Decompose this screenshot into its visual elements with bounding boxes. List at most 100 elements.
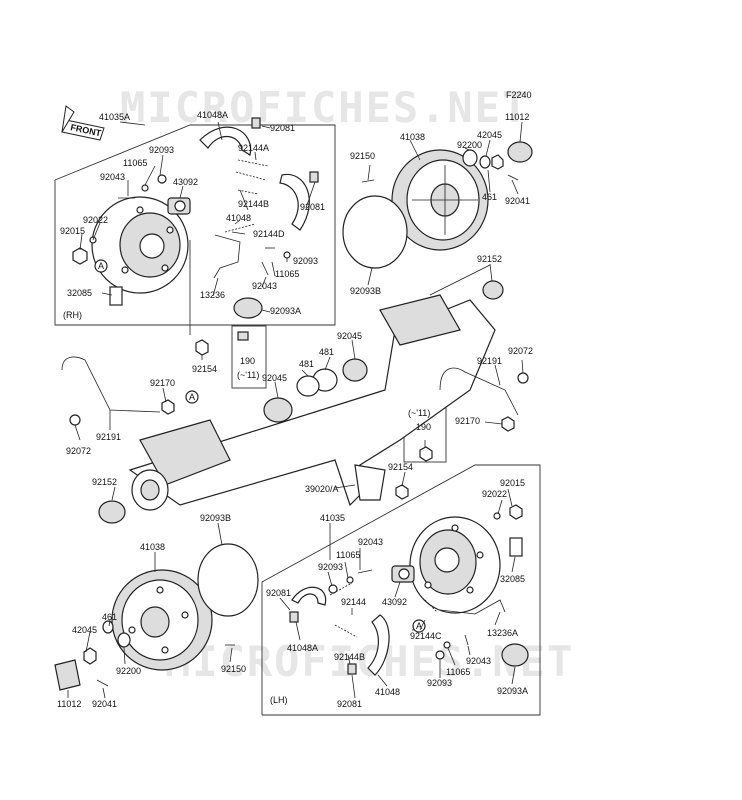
watermark-top: MICROFICHES.NET [120,83,529,132]
callout-92043: 92043 [466,656,491,666]
lh-box-label: (LH) [270,695,288,705]
callout-92144A: 92144A [238,143,269,153]
callout-92081: 92081 [270,123,295,133]
rh-wheel-cylinder-icon [167,197,191,215]
callout-92144B: 92144B [238,199,269,209]
callout-92144B: 92144B [334,652,365,662]
callout-13236A: 13236A [487,628,518,638]
rh-brake-shoe-upper-icon [199,126,252,156]
svg-text:A: A [416,621,422,631]
callout-41038: 41038 [400,132,425,142]
callout-92144: 92144 [341,597,366,607]
callout-92043: 92043 [252,281,277,291]
callout-year-note: (~'11) [408,408,430,418]
brake-line-rh-icon [61,356,161,413]
callout-42045: 42045 [72,625,97,635]
callout-92144D: 92144D [253,229,285,239]
callout-92081: 92081 [300,202,325,212]
callout-190: 190 [240,356,255,366]
rh-backing-plate-icon [91,196,189,294]
callout-41048: 41048 [375,687,400,697]
box-190-top [231,325,267,389]
callout-11065: 11065 [336,550,360,560]
lh-drum-seal-ring-icon [197,543,259,617]
callout-11065: 11065 [446,667,470,677]
callout-92041: 92041 [92,699,117,709]
lh-brake-shoe-upper-icon [291,586,327,606]
callout-92045: 92045 [262,373,287,383]
rh-drum-seal-ring-icon [342,195,408,269]
brake-line-lh-icon [439,367,519,416]
callout-43092: 43092 [173,177,198,187]
part-callouts: 41035A 41048A 92081 92144A 92093 11065 4… [57,110,533,709]
callout-92170: 92170 [455,416,480,426]
callout-92154: 92154 [388,462,413,472]
callout-92191: 92191 [96,432,121,442]
callout-92150: 92150 [350,151,375,161]
callout-461: 461 [102,612,117,622]
rh-box-frame [54,124,336,326]
callout-92150: 92150 [221,664,246,674]
svg-text:A: A [189,392,195,402]
callout-92152: 92152 [477,254,502,264]
lh-wheel-cylinder-icon [391,565,415,583]
rh-hub-parts-icons [361,141,533,300]
callout-92072: 92072 [66,446,91,456]
callout-92081: 92081 [337,699,362,709]
callout-11065: 11065 [275,269,299,279]
callout-42045: 42045 [477,130,502,140]
callout-92093: 92093 [293,256,318,266]
callout-92191: 92191 [477,356,502,366]
callout-190: 190 [416,422,431,432]
callout-41048: 41048 [226,213,251,223]
ref-mark-a-lh: A [412,619,426,633]
callout-92200: 92200 [116,666,141,676]
rh-box-label: (RH) [63,310,82,320]
callout-92022: 92022 [83,215,108,225]
rh-spring-icons [224,159,269,233]
callout-92093B: 92093B [350,286,381,296]
lh-brake-drum-icon [111,569,213,671]
lh-small-parts-icons [289,504,529,675]
callout-92043: 92043 [100,172,125,182]
callout-92093B: 92093B [200,513,231,523]
callout-32085: 32085 [67,288,92,298]
callout-41035A: 41035A [99,112,130,122]
ref-mark-a-mid: A [185,390,199,404]
callout-92043: 92043 [358,537,383,547]
callout-41048A: 41048A [287,643,318,653]
callout-92144C: 92144C [410,631,442,641]
callout-92093: 92093 [318,562,343,572]
callout-92015: 92015 [500,478,525,488]
rh-brake-drum-icon [391,149,489,251]
callout-41048A: 41048A [197,110,228,120]
callout-92093A: 92093A [497,686,528,696]
lh-lever-icon [439,599,506,615]
leader-lines [67,121,524,699]
callout-92045: 92045 [337,331,362,341]
lh-box-frame [261,464,541,716]
callout-year-note: (~'11) [237,370,259,380]
figure-code: F2240 [506,90,532,100]
callout-92081: 92081 [266,588,291,598]
callout-92093: 92093 [427,678,452,688]
callout-11065: 11065 [123,158,147,168]
rh-small-parts-icons [72,117,319,319]
rh-lever-icon [213,234,241,279]
callout-11012: 11012 [505,112,529,122]
callout-32085: 32085 [500,574,525,584]
front-arrow-icon: FRONT [61,105,105,141]
callout-92041: 92041 [505,196,530,206]
lh-hub-parts-icons [54,620,235,691]
callout-92022: 92022 [482,489,507,499]
callout-461: 461 [482,192,497,202]
callout-92093: 92093 [149,145,174,155]
callout-92170: 92170 [150,378,175,388]
axle-housing-icon [128,294,496,511]
callout-481: 481 [319,347,334,357]
callout-92072: 92072 [508,346,533,356]
callout-11012: 11012 [57,699,81,709]
ref-mark-a-rh: A [94,259,108,273]
callout-92152: 92152 [92,477,117,487]
